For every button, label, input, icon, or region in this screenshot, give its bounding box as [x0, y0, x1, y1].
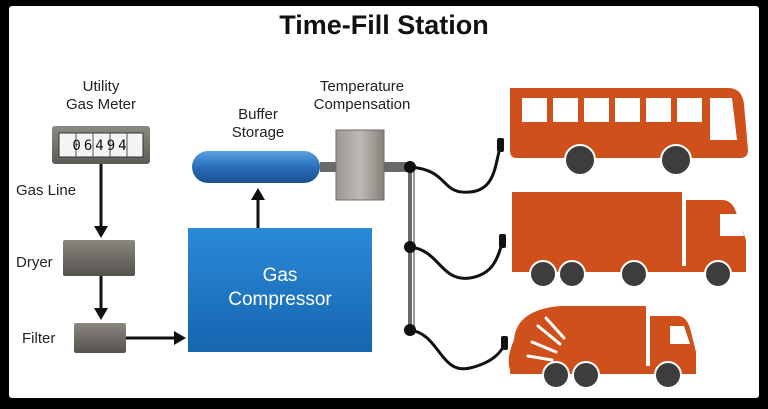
- dryer-filter-arrow: [94, 276, 108, 320]
- label-line: Compressor: [228, 289, 332, 310]
- label-line: Utility: [82, 78, 120, 95]
- box-truck-vehicle: [512, 192, 746, 288]
- hose-nozzles: [497, 138, 508, 350]
- buffer-storage-label: Buffer Storage: [216, 106, 300, 142]
- label-line: Gas: [262, 265, 298, 286]
- label-line: Buffer: [238, 106, 278, 123]
- bus-vehicle: [510, 88, 748, 176]
- meter-reading: 06494: [72, 138, 129, 154]
- dryer-label: Dryer: [16, 254, 53, 271]
- compressor-buffer-arrow: [251, 188, 265, 228]
- buffer-storage-tank: [192, 151, 336, 183]
- distribution-manifold: [404, 161, 416, 336]
- gas-line-label: Gas Line: [16, 182, 77, 199]
- temperature-compensation-box: [335, 129, 385, 201]
- fuel-hoses: [409, 147, 506, 371]
- hose-to-garbage-truck: [409, 328, 506, 371]
- filter-label: Filter: [22, 330, 56, 347]
- filter-compressor-arrow: [126, 331, 186, 345]
- label-line: Compensation: [313, 96, 411, 113]
- temperature-outlet-pipe: [384, 162, 410, 172]
- diagram-title: Time-Fill Station: [279, 10, 489, 40]
- label-line: Temperature: [319, 78, 405, 95]
- gas-compressor-box: [188, 228, 372, 352]
- gas-line-arrow: [94, 164, 108, 238]
- temperature-compensation-label: Temperature Compensation: [300, 78, 424, 114]
- dryer-box: [63, 240, 135, 276]
- utility-gas-meter: 06494: [52, 126, 150, 164]
- utility-gas-meter-label: Utility Gas Meter: [56, 78, 146, 114]
- hose-to-box-truck: [409, 243, 504, 280]
- label-line: Storage: [231, 124, 285, 141]
- garbage-truck-vehicle: [508, 306, 696, 389]
- hose-to-bus: [409, 147, 502, 194]
- filter-box: [74, 323, 126, 353]
- gas-compressor-label: Gas Compressor: [188, 264, 372, 312]
- label-line: Gas Meter: [65, 96, 137, 113]
